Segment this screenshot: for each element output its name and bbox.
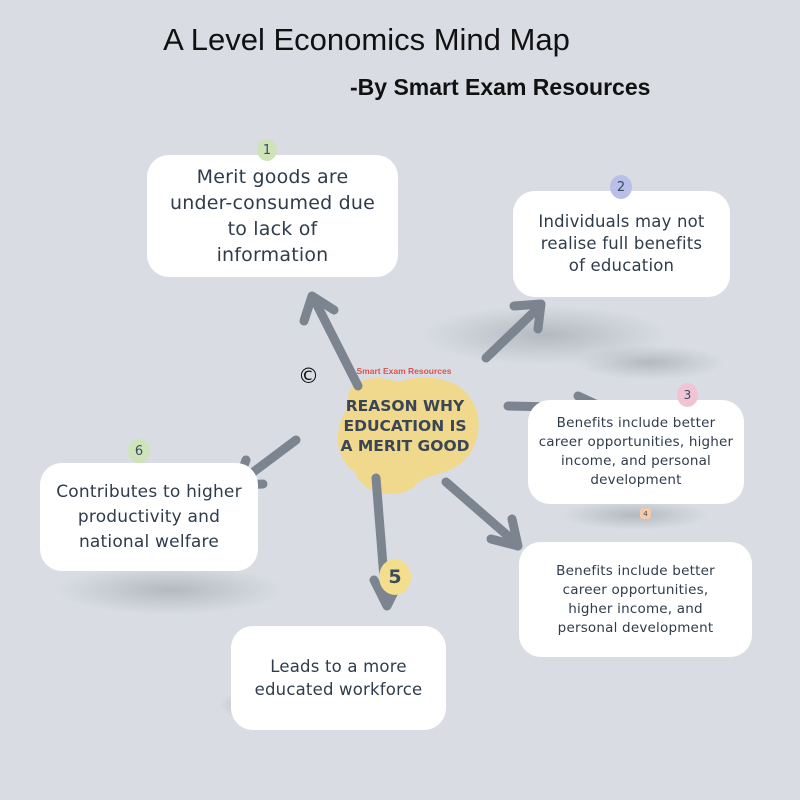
node-card-4: Benefits include better career opportuni…: [519, 542, 752, 657]
node-card-2: Individuals may not realise full benefit…: [513, 191, 730, 297]
node-card-1: Merit goods are under-consumed due to la…: [147, 155, 398, 277]
badge-number: 6: [134, 443, 144, 459]
center-topic: REASON WHY EDUCATION IS A MERIT GOOD: [340, 397, 470, 455]
node-badge-4: 4: [640, 508, 651, 519]
badge-number: 4: [643, 509, 648, 518]
page-title: A Level Economics Mind Map: [163, 22, 570, 57]
arrow-to-node-2: [481, 299, 546, 363]
card-shadow: [575, 345, 725, 380]
node-text: Benefits include better career opportuni…: [556, 562, 715, 636]
node-text: Contributes to higher productivity and n…: [56, 481, 242, 552]
node-text: Individuals may not realise full benefit…: [538, 212, 705, 275]
card-shadow: [55, 565, 285, 615]
node-badge-3: 3: [677, 383, 698, 407]
badge-number: 1: [262, 142, 272, 158]
node-card-3: Benefits include better career opportuni…: [528, 400, 744, 504]
copyright-symbol: ©: [298, 364, 319, 388]
node-text: Merit goods are under-consumed due to la…: [169, 166, 376, 266]
arrow-to-node-4: [441, 477, 523, 551]
badge-number: 5: [388, 566, 402, 588]
node-badge-6: 6: [128, 439, 150, 463]
node-text: Benefits include better career opportuni…: [538, 415, 734, 488]
badge-number: 2: [616, 179, 626, 195]
page-subtitle: -By Smart Exam Resources: [350, 74, 651, 100]
watermark-text: Smart Exam Resources: [356, 366, 452, 376]
card-shadow: [560, 500, 710, 530]
node-badge-1: 1: [257, 139, 277, 161]
node-card-5: Leads to a more educated workforce: [231, 626, 446, 730]
node-badge-2: 2: [610, 175, 632, 199]
node-card-6: Contributes to higher productivity and n…: [40, 463, 258, 571]
arrow-to-node-1: [299, 291, 363, 391]
node-text: Leads to a more educated workforce: [254, 657, 423, 699]
node-badge-5: 5: [379, 559, 411, 595]
badge-number: 3: [683, 388, 692, 402]
